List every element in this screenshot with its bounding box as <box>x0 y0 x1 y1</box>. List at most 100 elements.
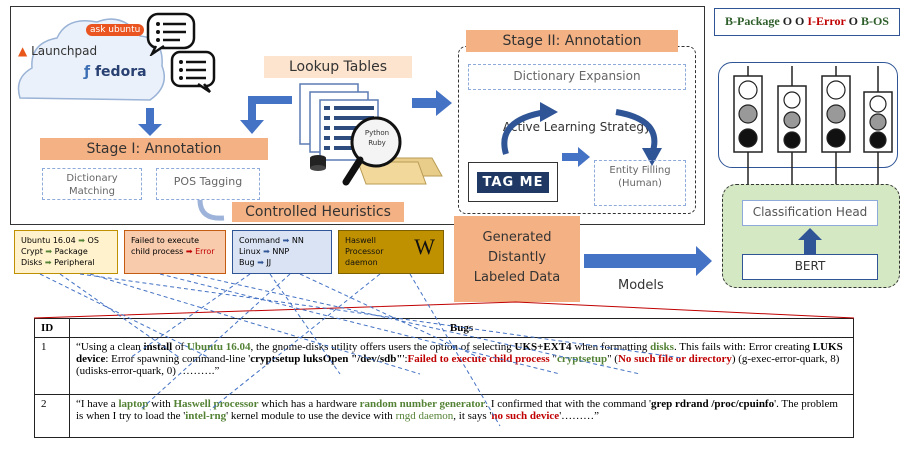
error-label: Error <box>195 247 215 256</box>
bug-text-span: with <box>148 398 174 410</box>
dict-row: Ubuntu 16.04 ➡ OS <box>21 235 111 246</box>
dict-term: Crypt <box>21 247 43 256</box>
pipeline-panel <box>10 6 705 225</box>
pos-term: Command <box>239 236 281 245</box>
arrow-right-icon: ➡ <box>78 236 85 245</box>
message-list-icon <box>170 50 216 94</box>
arrow-right-icon: ➡ <box>44 258 52 267</box>
pos-term: Bug <box>239 258 255 267</box>
arrow-right-icon: ➡ <box>257 258 264 267</box>
col-header-bugs: Bugs <box>69 318 854 338</box>
magnifier-icon <box>342 116 402 186</box>
bio-tag-o: O <box>848 14 858 28</box>
dictionary-expansion-box: Dictionary Expansion <box>468 64 686 90</box>
entity-error: No such file or directory <box>617 353 732 365</box>
bug-text-span: of <box>172 341 187 353</box>
entity-error: no such device <box>491 410 560 422</box>
entity-peripheral: random number generator <box>359 398 486 410</box>
lens-text-python: Python <box>364 129 390 137</box>
entity-package: intel-rng <box>185 410 227 422</box>
bio-tags-box: B-Package O O I-Error O B-OS <box>714 8 900 36</box>
dict-term: Disks <box>21 258 43 267</box>
active-learning-cycle-arrows <box>501 102 662 166</box>
bio-tag-o: O <box>782 14 793 28</box>
heuristic-dictionary-box: Ubuntu 16.04 ➡ OS Crypt ➡ Package Disks … <box>14 230 118 274</box>
bug-text-span: " ( <box>607 353 618 365</box>
heuristic-pos-box: Command ➡ NN Linux ➡ NNP Bug ➡ JJ <box>232 230 332 274</box>
dictionary-matching-box: Dictionary Matching <box>42 168 142 200</box>
tagme-logo: TAG ME <box>476 171 550 193</box>
pos-label: NNP <box>272 247 290 256</box>
col-header-id: ID <box>34 318 70 338</box>
stage1-title: Stage I: Annotation <box>40 138 268 160</box>
fedora-logo: ƒ fedora <box>84 64 147 80</box>
row-id: 2 <box>34 394 70 438</box>
bug-text-span: . This fails with: Error creating <box>673 341 813 353</box>
models-label: Models <box>618 278 664 293</box>
bug-text-span: '. The problem is when I try to load the… <box>76 398 838 422</box>
entity-term: UKS+EXT4 <box>514 341 572 353</box>
heuristic-error-box: Failed to execute child process ➡ Error <box>124 230 226 274</box>
source-cloud <box>17 18 165 101</box>
classification-head-box: Classification Head <box>742 200 878 226</box>
tagme-to-entity-arrow <box>562 147 590 167</box>
dict-label: OS <box>87 236 99 245</box>
entity-package: rngd daemon <box>395 410 454 422</box>
pos-tagging-box: POS Tagging <box>156 168 260 200</box>
bug-text-span: which has a hardware <box>258 398 360 410</box>
wiki-terms: Haswell Processor daemon <box>345 236 384 267</box>
dict-label: Package <box>54 247 88 256</box>
pos-label: JJ <box>266 258 272 267</box>
launchpad-logo: ▲ Launchpad <box>18 44 97 58</box>
table-row: 1 “Using a clean install of Ubuntu 16.04… <box>34 337 854 395</box>
model-output-panel <box>718 62 898 168</box>
entity-peripheral: laptop <box>118 398 149 410</box>
bug-text-span: install <box>143 341 173 353</box>
launchpad-icon: ▲ <box>18 44 28 58</box>
bug-text-span: , it says ' <box>453 410 492 422</box>
pos-term: Linux <box>239 247 261 256</box>
entity-filling-box: Entity Filling (Human) <box>594 160 686 206</box>
askubuntu-label: ask ubuntu <box>90 25 141 35</box>
dict-label: Peripheral <box>54 258 95 267</box>
bert-to-head-arrow <box>798 228 822 254</box>
heuristic-wiki-box: Haswell Processor daemon W <box>338 230 444 274</box>
arrow-right-icon: ➡ <box>282 236 290 245</box>
row-id: 1 <box>34 337 70 395</box>
pos-row: Bug ➡ JJ <box>239 257 325 268</box>
entity-os: Ubuntu 16.04 <box>186 341 251 353</box>
bug-text-span: when formatting <box>571 341 651 353</box>
entity-package: cryptsetup <box>556 353 608 365</box>
pos-row: Linux ➡ NNP <box>239 246 325 257</box>
dict-term: Ubuntu 16.04 <box>21 236 76 245</box>
lookup-tables-title: Lookup Tables <box>264 56 412 78</box>
entity-command: cryptsetup luksOpen "/dev/sdb" <box>250 353 403 365</box>
bugs-table-grid: ID Bugs 1 “Using a clean install of Ubun… <box>34 318 854 438</box>
entity-peripheral: disks <box>650 341 674 353</box>
to-models-arrow <box>584 246 712 276</box>
launchpad-label: Launchpad <box>31 44 98 58</box>
table-header-row: ID Bugs <box>34 318 854 338</box>
fedora-label: fedora <box>94 64 147 80</box>
magnifier-lens-text: Python Ruby <box>358 128 396 148</box>
bug-text-span: : Error spawning command-line ' <box>105 353 251 365</box>
bugs-table: ID Bugs 1 “Using a clean install of Ubun… <box>34 318 854 438</box>
bug-text-span: ' kernel module to use the device with <box>226 410 396 422</box>
fedora-icon: ƒ <box>84 64 91 80</box>
bug-text-span: '………” <box>559 410 600 422</box>
lens-text-ruby: Ruby <box>368 139 386 147</box>
error-phrase: Failed to execute child process <box>131 236 200 256</box>
bug-text-span: , the gnome-disks utility offers users t… <box>250 341 515 353</box>
bug-text-1: “Using a clean install of Ubuntu 16.04, … <box>69 337 854 395</box>
dict-row: Disks ➡ Peripheral <box>21 257 111 268</box>
wikipedia-icon: W <box>414 234 435 259</box>
entity-peripheral: Haswell processor <box>173 398 259 410</box>
table-row: 2 “I have a laptop with Haswell processo… <box>34 394 854 438</box>
heuristics-curved-arrow <box>197 199 225 221</box>
entity-error: Failed to execute child process <box>407 353 550 365</box>
active-learning-label: Active Learning Strategy <box>502 120 652 134</box>
bug-text-span: " <box>549 353 557 365</box>
askubuntu-logo: ask ubuntu <box>86 24 145 36</box>
dict-row: Crypt ➡ Package <box>21 246 111 257</box>
bio-tag-i-error: I-Error <box>807 14 846 28</box>
